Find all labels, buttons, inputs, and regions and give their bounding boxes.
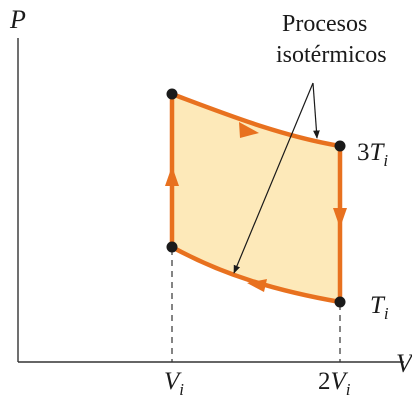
vi-label: Vi	[164, 368, 184, 399]
cycle-area	[172, 94, 340, 302]
high-temperature-sub: i	[383, 151, 388, 170]
high-temperature-label: 3Ti	[357, 139, 388, 170]
y-axis-label: P	[9, 5, 26, 34]
state-point-bottom-right	[334, 296, 346, 308]
2vi-label: 2Vi	[318, 368, 351, 399]
low-temperature-sub: i	[384, 304, 389, 323]
state-point-top-left	[166, 88, 178, 100]
left-up-arrowhead	[165, 166, 179, 186]
x-axis-label: V	[396, 349, 412, 378]
state-point-top-right	[334, 140, 346, 152]
annotation-pointer-lower	[233, 82, 314, 274]
2vi-sub: i	[346, 380, 351, 399]
high-temperature-var: T	[370, 139, 386, 166]
annotation-line-2: isotérmicos	[276, 42, 387, 68]
2vi-var: V	[331, 368, 349, 395]
high-temperature-prefix: 3	[357, 139, 370, 166]
lower-isotherm-path	[169, 244, 343, 305]
annotation-line-1: Procesos	[282, 11, 367, 37]
state-point-bottom-left	[166, 241, 178, 253]
vi-var: V	[164, 368, 182, 395]
vi-sub: i	[179, 380, 184, 399]
upper-right-arrowhead	[239, 122, 259, 138]
annotation-pointer-upper	[312, 82, 320, 139]
low-temperature-label: Ti	[370, 292, 389, 323]
low-temperature-var: T	[370, 292, 386, 319]
right-down-arrowhead	[333, 208, 347, 228]
lower-left-arrowhead	[247, 279, 267, 292]
2vi-prefix: 2	[318, 368, 331, 395]
upper-isotherm-path	[169, 91, 343, 149]
